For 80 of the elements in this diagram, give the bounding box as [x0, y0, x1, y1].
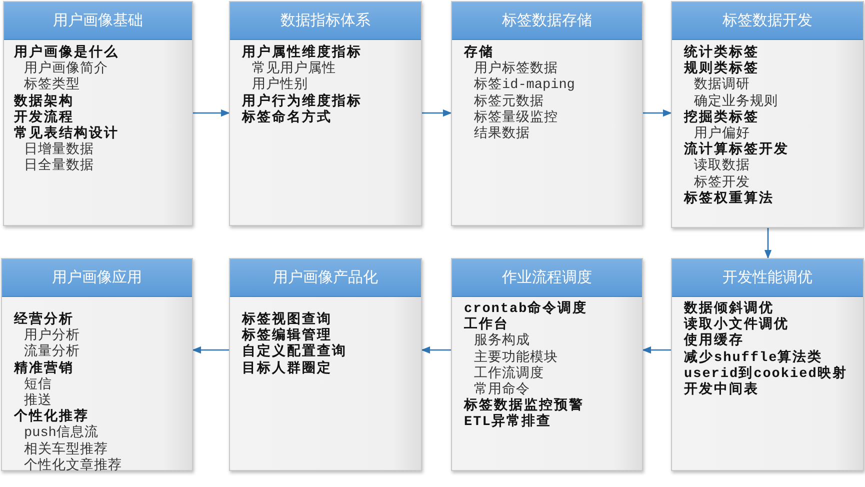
sub-item: 日增量数据 [24, 143, 94, 158]
sub-item: 用户画像简介 [24, 62, 108, 78]
list-item: 存储 [464, 46, 494, 61]
sub-item: 用户标签数据 [474, 62, 558, 78]
list-item: 流计算标签开发 [684, 143, 789, 158]
list-item: 统计类标签 [684, 46, 759, 61]
sub-item: 相关车型推荐 [24, 442, 108, 458]
sub-item: 主要功能模块 [474, 350, 558, 366]
card-header: 开发性能调优 [672, 259, 863, 297]
arrow [192, 346, 229, 354]
sub-item: 标签开发 [694, 176, 750, 191]
card-header: 用户画像应用 [2, 259, 192, 297]
list-item: userid到cookied映射 [684, 366, 848, 382]
arrow [193, 109, 230, 117]
arrow [642, 346, 671, 354]
sub-item: 流量分析 [24, 345, 80, 360]
card-header: 标签数据开发 [672, 2, 863, 40]
sub-item: 标签元数据 [474, 94, 544, 110]
list-item: 个性化推荐 [14, 410, 89, 426]
sub-item: 常见用户属性 [252, 62, 336, 78]
sub-item: 标签类型 [24, 78, 80, 94]
arrow [764, 228, 772, 259]
card [671, 258, 864, 471]
list-item: 自定义配置查询 [242, 345, 347, 360]
card-header: 标签数据存储 [452, 2, 642, 40]
list-item: 数据倾斜调优 [684, 302, 774, 317]
list-item: 用户属性维度指标 [242, 46, 362, 61]
arrow [422, 109, 452, 117]
list-item: 挖掘类标签 [684, 110, 759, 126]
card [229, 1, 422, 226]
list-item: crontab命令调度 [464, 302, 588, 317]
list-item: 减少shuffle算法类 [684, 350, 823, 366]
sub-item: 标签id-maping [474, 78, 575, 94]
card-header: 数据指标体系 [230, 2, 421, 40]
list-item: 精准营销 [14, 362, 74, 377]
sub-item: 读取数据 [694, 159, 750, 175]
arrow [643, 109, 672, 117]
card-header: 作业流程调度 [452, 259, 642, 297]
list-item: 标签视图查询 [242, 313, 332, 328]
sub-item: 确定业务规则 [694, 94, 778, 110]
card-header: 用户画像基础 [4, 2, 192, 40]
list-item: 用户行为维度指标 [242, 94, 362, 110]
sub-item: 日全量数据 [24, 159, 94, 176]
list-item: 用户画像是什么 [14, 46, 119, 61]
list-item: 标签权重算法 [684, 192, 774, 208]
sub-item: 用户偏好 [694, 127, 750, 142]
sub-item: 结果数据 [474, 127, 530, 143]
list-item: 标签数据监控预警 [464, 399, 584, 414]
card [451, 1, 643, 226]
list-item: 数据架构 [14, 94, 74, 110]
list-item: 标签编辑管理 [242, 329, 332, 344]
arrow [421, 346, 451, 354]
card [671, 1, 864, 228]
card-header: 用户画像产品化 [230, 259, 421, 297]
list-item: 标签命名方式 [242, 110, 332, 127]
sub-item: 推送 [24, 394, 52, 409]
list-item: 使用缓存 [684, 334, 744, 350]
sub-item: 用户性别 [252, 78, 308, 94]
list-item: 开发流程 [14, 110, 74, 126]
sub-item: 服务构成 [474, 334, 530, 350]
list-item: 经营分析 [14, 313, 74, 328]
list-item: 读取小文件调优 [684, 318, 789, 334]
sub-item: push信息流 [24, 426, 98, 442]
card [1, 258, 193, 471]
sub-item: 个性化文章推荐 [24, 458, 122, 475]
sub-item: 常用命令 [474, 383, 530, 398]
list-item: 规则类标签 [684, 62, 759, 78]
list-item: 开发中间表 [684, 383, 759, 399]
list-item: 工作台 [464, 318, 509, 334]
card [451, 258, 643, 471]
list-item: 常见表结构设计 [14, 127, 119, 142]
sub-item: 数据调研 [694, 78, 750, 94]
list-item: ETL异常排查 [464, 415, 552, 432]
list-item: 目标人群圈定 [242, 362, 332, 378]
sub-item: 用户分析 [24, 329, 80, 344]
sub-item: 短信 [24, 378, 52, 393]
sub-item: 工作流调度 [474, 366, 544, 382]
sub-item: 标签量级监控 [474, 110, 558, 126]
card [229, 258, 422, 471]
card [3, 1, 193, 226]
